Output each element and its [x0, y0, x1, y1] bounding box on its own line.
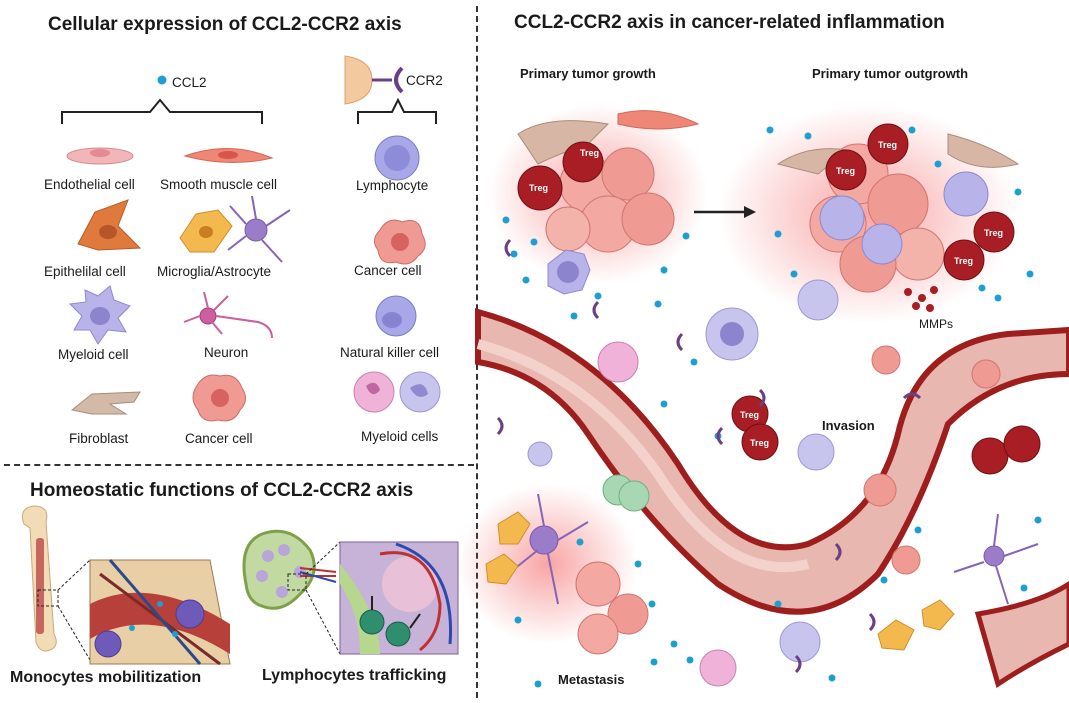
- label-lymphocytes-trafficking: Lymphocytes trafficking: [262, 667, 447, 684]
- label-monocytes-mobilitization: Monocytes mobilitization: [10, 669, 202, 686]
- ccr2-brace: [357, 97, 437, 124]
- myeloid-cells-outgrowth: [797, 171, 989, 321]
- label-neuron: Neuron: [204, 345, 249, 360]
- myeloid-cell-primary: [547, 249, 591, 295]
- label-fibroblast: Fibroblast: [69, 431, 129, 446]
- ccl2-legend-label: CCL2: [172, 75, 207, 90]
- label-cancer-cell-left: Cancer cell: [185, 431, 253, 446]
- label-endothelial-cell: Endothelial cell: [44, 177, 135, 192]
- ccr2-receptor-icon: [344, 55, 404, 105]
- ccl2-dots-right: [502, 126, 1042, 688]
- treg-label-g: Treg: [740, 410, 760, 420]
- microglia-astrocyte-icon: [179, 195, 291, 263]
- blood-vessel: [475, 308, 1069, 615]
- bottom-panel-title: Homeostatic functions of CCL2-CCR2 axis: [30, 480, 414, 501]
- homeostatic-graphics: [21, 505, 459, 666]
- ccl2-dot-icon: [157, 75, 167, 85]
- metastasis-cluster: [485, 493, 649, 655]
- horizontal-divider: [4, 464, 474, 466]
- treg-label-f: Treg: [954, 256, 974, 266]
- cancer-cell-icon: [192, 374, 246, 422]
- label-myeloid-cell: Myeloid cell: [58, 347, 129, 362]
- ccr2-receptors-right: [496, 238, 922, 674]
- lymphocyte-trafficking-inset: [339, 541, 459, 655]
- treg-cells-outgrowth: [825, 123, 1015, 281]
- ccl2-brace: [61, 98, 263, 124]
- label-primary-tumor-outgrowth: Primary tumor outgrowth: [812, 66, 969, 81]
- right-panel-title: CCL2-CCR2 axis in cancer-related inflamm…: [514, 12, 945, 33]
- label-microglia-astrocyte: Microglia/Astrocyte: [157, 264, 272, 279]
- label-ccr2-cancer-cell: Cancer cell: [354, 263, 422, 278]
- treg-label-h: Treg: [750, 438, 770, 448]
- epithelial-cell-icon: [77, 199, 142, 251]
- neuron-icon: [183, 291, 273, 339]
- treg-label-b: Treg: [529, 183, 549, 193]
- treg-label-c: Treg: [836, 166, 856, 176]
- primary-tumor-cluster: [517, 110, 700, 253]
- fibroblast-icon: [70, 391, 141, 415]
- bone-zoom-box: [37, 589, 59, 607]
- treg-label-e: Treg: [984, 228, 1004, 238]
- label-myeloid-cells: Myeloid cells: [361, 429, 439, 444]
- bone-icon: [21, 505, 57, 652]
- monocyte-mobilization-inset: [89, 559, 231, 666]
- label-lymphocyte: Lymphocyte: [356, 178, 429, 193]
- mmps-dots: [904, 286, 938, 312]
- label-epithelial-cell: Epithelilal cell: [44, 264, 126, 279]
- right-neuron-astrocytes: [877, 513, 1039, 651]
- label-smooth-muscle-cell: Smooth muscle cell: [160, 177, 278, 192]
- label-mmps: MMPs: [919, 317, 953, 331]
- label-natural-killer-cell: Natural killer cell: [340, 345, 440, 360]
- myeloid-cell-icon: [68, 285, 131, 345]
- treg-label-d: Treg: [878, 140, 898, 150]
- treg-cells-primary: [517, 141, 604, 211]
- myeloid-cells-icon: [353, 371, 441, 413]
- ccr2-cancer-cell-icon: [374, 219, 426, 265]
- ccr2-legend-label: CCR2: [406, 73, 443, 88]
- label-invasion: Invasion: [822, 418, 875, 433]
- treg-label-a: Treg: [580, 148, 600, 158]
- cancer-inflammation-graphics: [458, 104, 1069, 688]
- label-primary-tumor-growth: Primary tumor growth: [520, 66, 656, 81]
- left-panel-title: Cellular expression of CCL2-CCR2 axis: [48, 14, 402, 35]
- label-metastasis: Metastasis: [558, 672, 625, 687]
- lymph-node-icon: [242, 529, 337, 610]
- left-panel-graphics: [61, 55, 441, 422]
- lymph-zoom-box: [287, 573, 307, 591]
